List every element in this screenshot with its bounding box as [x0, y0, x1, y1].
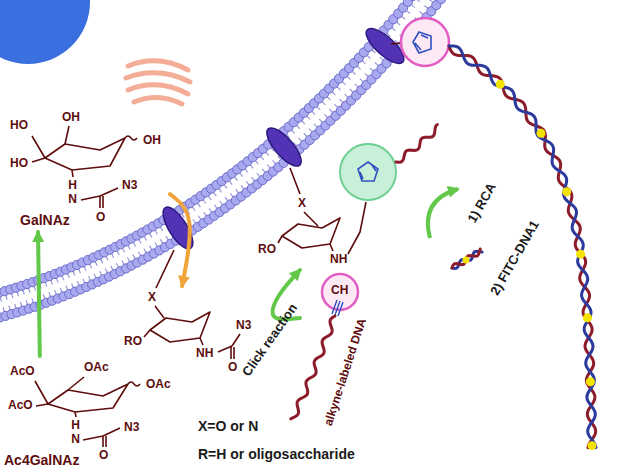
- lipid-head: [408, 0, 417, 1]
- atom-label: OH: [143, 133, 161, 147]
- note-label: X=O or N: [198, 418, 258, 434]
- membrane-protein: [158, 203, 199, 253]
- triazole-ring: [413, 32, 431, 53]
- lipid-head: [403, 0, 412, 6]
- atom-label: CH: [331, 283, 348, 297]
- golgi-cisterna: [128, 85, 188, 94]
- atom-label: O: [99, 448, 108, 462]
- lipid-head: [437, 0, 446, 4]
- fluorescent-dot: [587, 441, 596, 450]
- atom-label: O: [96, 210, 105, 224]
- atom-label: H N: [71, 418, 80, 446]
- cell-nucleus: [0, 0, 90, 64]
- atom-label: N3: [236, 318, 251, 332]
- atom-label: H N: [68, 178, 77, 206]
- atom-label: OAc: [84, 360, 109, 374]
- atom-label: O: [228, 360, 237, 374]
- atom-label: NH: [196, 346, 213, 360]
- fitc-dna-probe: [452, 249, 480, 268]
- fluorescent-dot: [586, 377, 595, 386]
- fluorescent-dot: [537, 129, 546, 138]
- atom-label: RO: [258, 242, 276, 256]
- compound-name: Ac4GalNAz: [4, 452, 79, 468]
- fluorescent-dot: [583, 313, 592, 322]
- golgi-cisterna: [134, 97, 182, 104]
- atom-label: N3: [124, 420, 139, 434]
- molecule-label: alkyne-labeled DNA: [321, 317, 369, 428]
- molecule-group: X N3RO NH O: [120, 286, 258, 378]
- fluorescent-dot: [496, 80, 505, 89]
- linker-bond: [391, 43, 401, 44]
- step-label: 2) FITC-DNA1: [487, 218, 543, 299]
- molecule-group: X RO NH: [255, 192, 355, 270]
- fluorescent-dot: [562, 187, 571, 196]
- dna-strands: [291, 46, 597, 450]
- golgi-cisterna: [126, 73, 190, 82]
- cell-membrane: [0, 0, 451, 324]
- reaction-arrow: [170, 194, 190, 286]
- rca-product-dna: [449, 46, 596, 448]
- note-label: R=H or oligosaccharide: [198, 446, 355, 462]
- rca-product-dna: [449, 46, 596, 448]
- step-label: 1) RCA: [464, 180, 500, 226]
- atom-label: OH: [62, 110, 80, 124]
- golgi: [126, 61, 190, 104]
- molecule-group: AcOOAcAcOOAcH NON3Ac4GalNAz: [2, 356, 174, 470]
- atom-label: AcO: [8, 398, 33, 412]
- triazole-ring: [358, 162, 378, 181]
- alkyne-triple-bond: [332, 300, 343, 316]
- golgi-cisterna: [128, 61, 188, 70]
- galnaz-structure: [32, 126, 137, 208]
- molecule-group: CH alkyne-labeled DNA: [300, 272, 375, 442]
- atom-label: X: [148, 290, 156, 304]
- membrane-proteins: [158, 23, 409, 253]
- fluorescent-dot: [463, 257, 470, 264]
- atom-label: HO: [10, 118, 28, 132]
- molecule-group: HO OH HO OH H N O N3GalNAz: [5, 106, 170, 232]
- ac4galnaz-structure: [35, 377, 140, 447]
- atom-label: N3: [122, 178, 137, 192]
- triazole-circle: [340, 144, 396, 200]
- edge-label: Click reaction: [239, 300, 301, 379]
- alkyne-circle: [322, 274, 358, 310]
- linked-dna: [396, 125, 437, 163]
- fluorescent-dot: [576, 250, 585, 259]
- atom-label: OAc: [146, 377, 171, 391]
- rca-arrow: [428, 189, 458, 238]
- atom-label: AcO: [10, 364, 35, 378]
- structures: [32, 43, 401, 447]
- membrane-protein: [261, 123, 306, 171]
- atom-label: NH: [330, 252, 347, 266]
- atom-label: X: [298, 196, 306, 210]
- atom-label: RO: [124, 334, 142, 348]
- reaction-arrow: [38, 232, 40, 356]
- atom-label: HO: [10, 156, 28, 170]
- azido-sugar-structure: [144, 250, 240, 359]
- compound-name: GalNAz: [20, 212, 70, 228]
- triazole-circle: [401, 18, 449, 66]
